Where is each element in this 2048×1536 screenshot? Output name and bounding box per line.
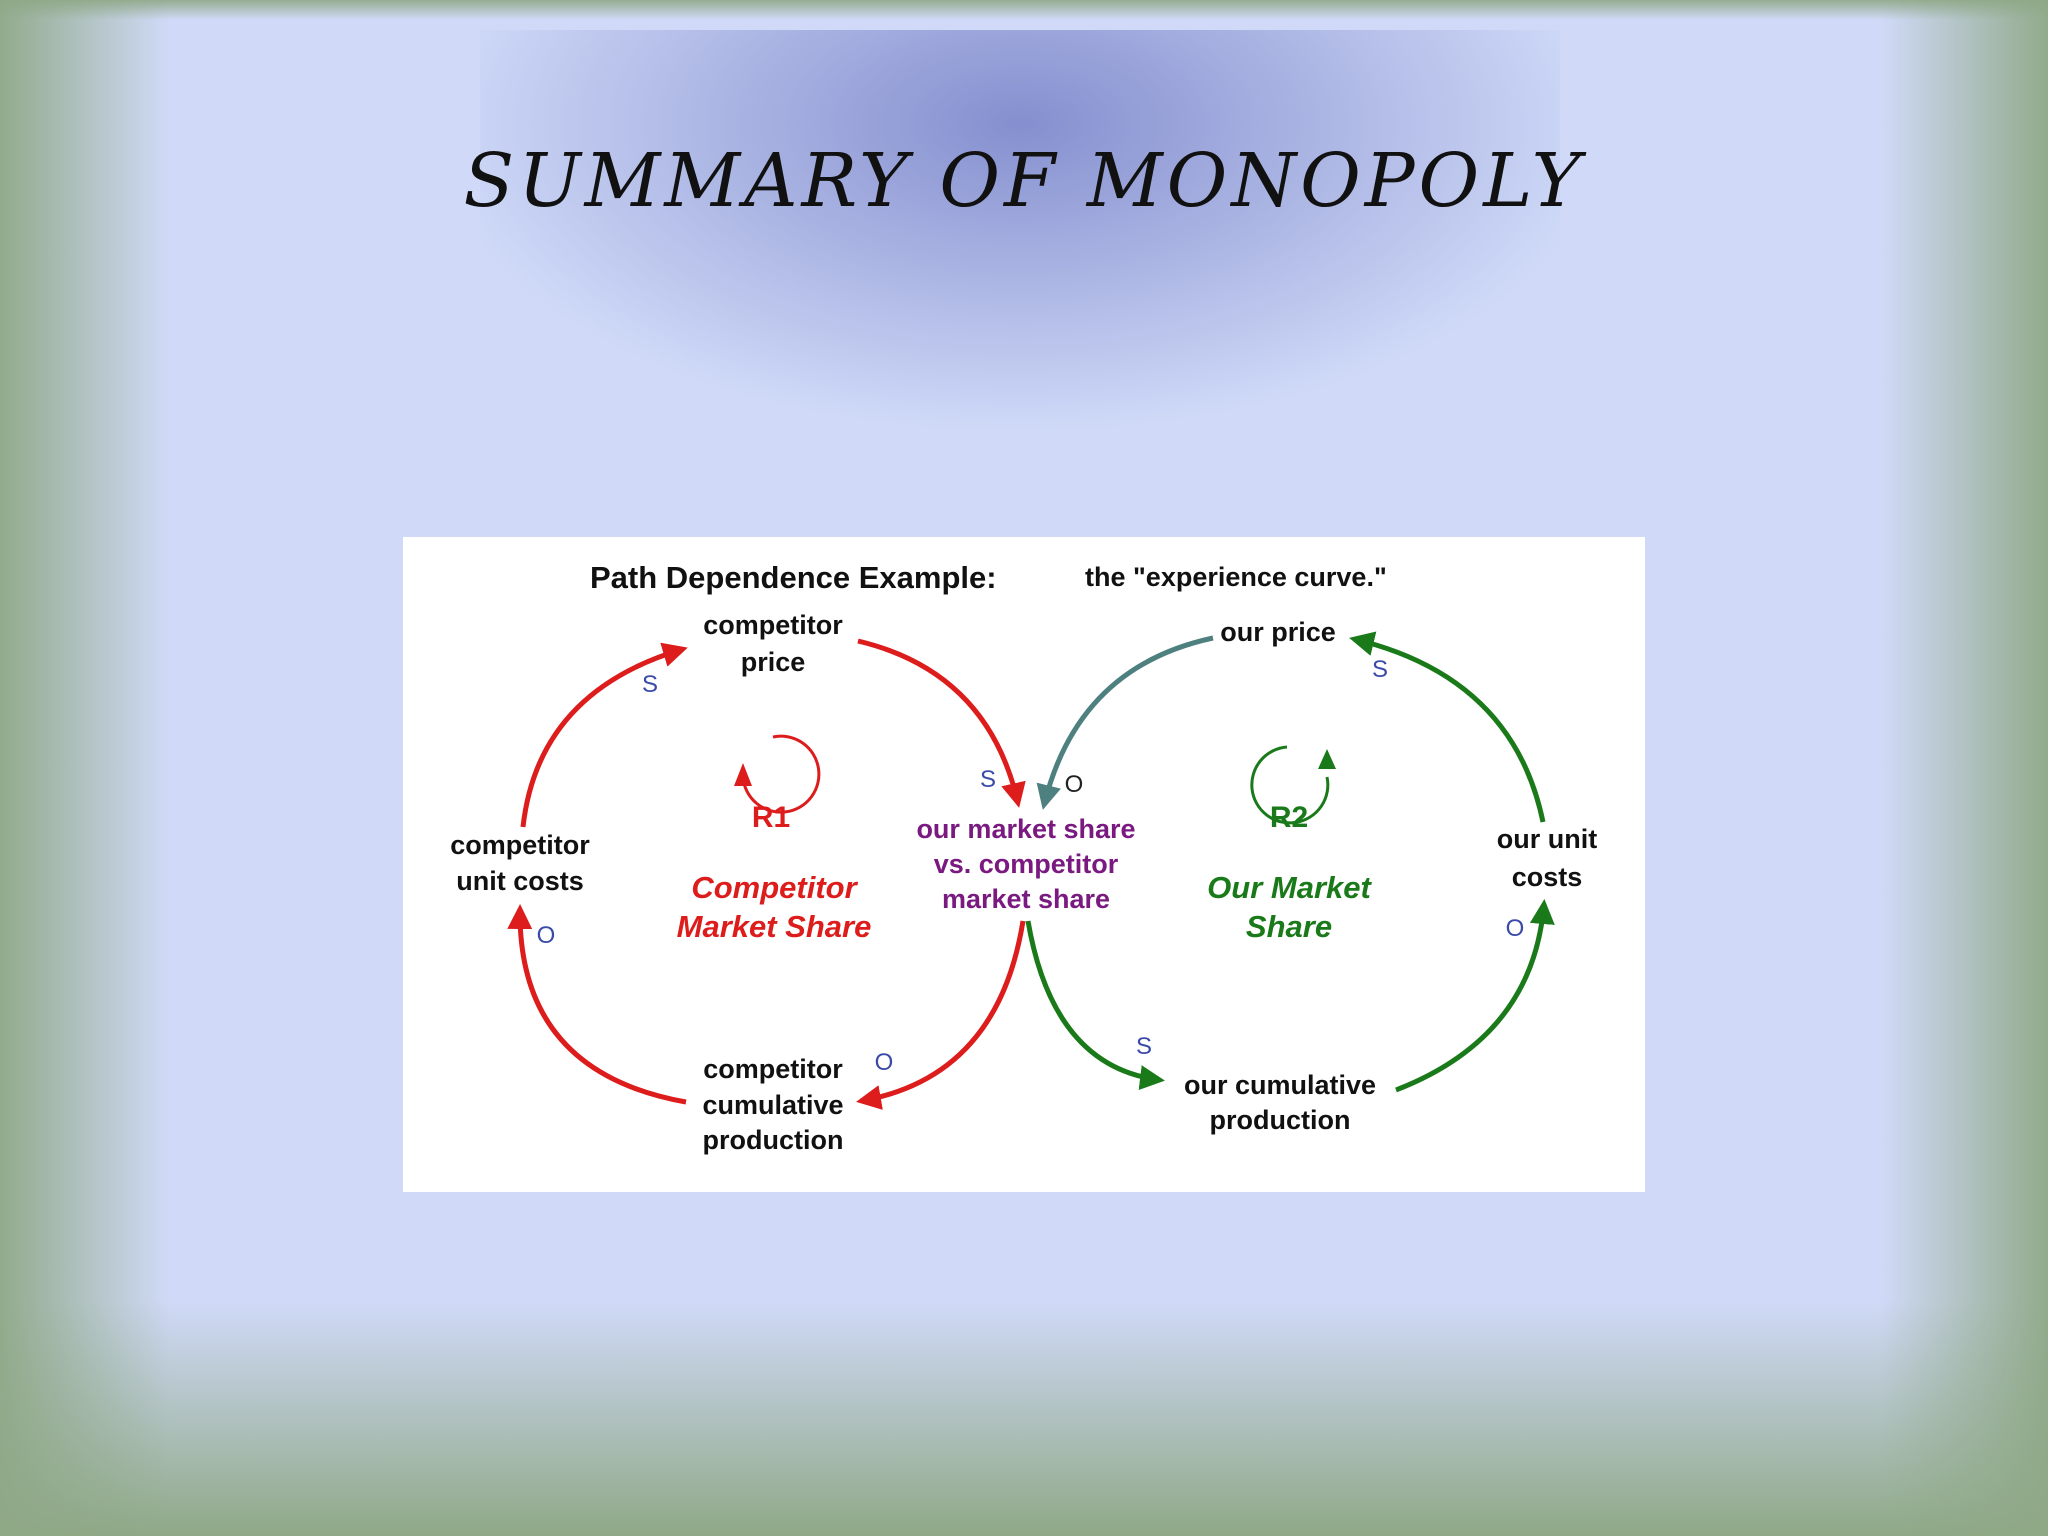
slide-title: SUMMARY OF MONOPOLY xyxy=(463,138,1585,224)
polarity-costs-to-price: S xyxy=(642,671,658,698)
loop-r1-name-line1: Competitor xyxy=(691,870,858,905)
node-market-share-line3: market share xyxy=(942,884,1110,914)
arc-costs-to-price xyxy=(520,642,688,828)
node-our-price: our price xyxy=(1220,617,1336,647)
node-our-unit-costs-line2: costs xyxy=(1512,862,1583,892)
loop-r2-label: R2 xyxy=(1270,801,1308,834)
loop-r1-label: R1 xyxy=(752,801,790,834)
polarity-production-to-costs: O xyxy=(537,922,556,949)
polarity-share-to-production: O xyxy=(875,1049,894,1076)
arc-our-production-to-costs xyxy=(1395,899,1555,1093)
node-market-share-line1: our market share xyxy=(916,814,1135,844)
arc-production-to-costs xyxy=(507,904,687,1105)
node-our-unit-costs-line1: our unit xyxy=(1497,824,1597,854)
node-competitor-cumulative-production-line3: production xyxy=(703,1125,844,1155)
polarity-share-to-our-production: S xyxy=(1136,1033,1152,1060)
node-competitor-price-line2: price xyxy=(741,647,806,677)
node-market-share-line2: vs. competitor xyxy=(934,849,1119,879)
loop-r1-marker: R1 xyxy=(734,734,821,834)
node-our-cumulative-production-line2: production xyxy=(1210,1105,1351,1135)
loop-r2-name-line2: Share xyxy=(1246,909,1332,944)
loop-r2-marker: R2 xyxy=(1250,745,1336,834)
node-competitor-price-line1: competitor xyxy=(703,610,843,640)
causal-loop-diagram: Path Dependence Example: the "experience… xyxy=(403,537,1645,1192)
arc-our-price-to-share xyxy=(1036,635,1214,810)
arc-our-costs-to-price xyxy=(1349,631,1546,823)
loop-r1-name-line2: Market Share xyxy=(677,909,872,944)
polarity-our-costs-to-price: S xyxy=(1372,656,1388,683)
arc-share-to-production xyxy=(856,920,1026,1110)
node-competitor-cumulative-production-line2: cumulative xyxy=(702,1090,843,1120)
diagram-subheading: the "experience curve." xyxy=(1085,562,1387,592)
title-glow xyxy=(480,30,1560,550)
polarity-price-to-share: S xyxy=(980,766,996,793)
loop-r2-name-line1: Our Market xyxy=(1207,870,1372,905)
arc-price-to-share xyxy=(857,638,1026,808)
node-competitor-unit-costs-line2: unit costs xyxy=(456,866,584,896)
node-our-cumulative-production-line1: our cumulative xyxy=(1184,1070,1376,1100)
node-competitor-unit-costs-line1: competitor xyxy=(450,830,590,860)
node-competitor-cumulative-production-line1: competitor xyxy=(703,1054,843,1084)
diagram-heading: Path Dependence Example: xyxy=(590,560,997,595)
polarity-our-production-to-costs: O xyxy=(1506,915,1525,942)
polarity-our-price-to-share: O xyxy=(1065,771,1084,798)
arc-share-to-our-production xyxy=(1025,920,1165,1090)
